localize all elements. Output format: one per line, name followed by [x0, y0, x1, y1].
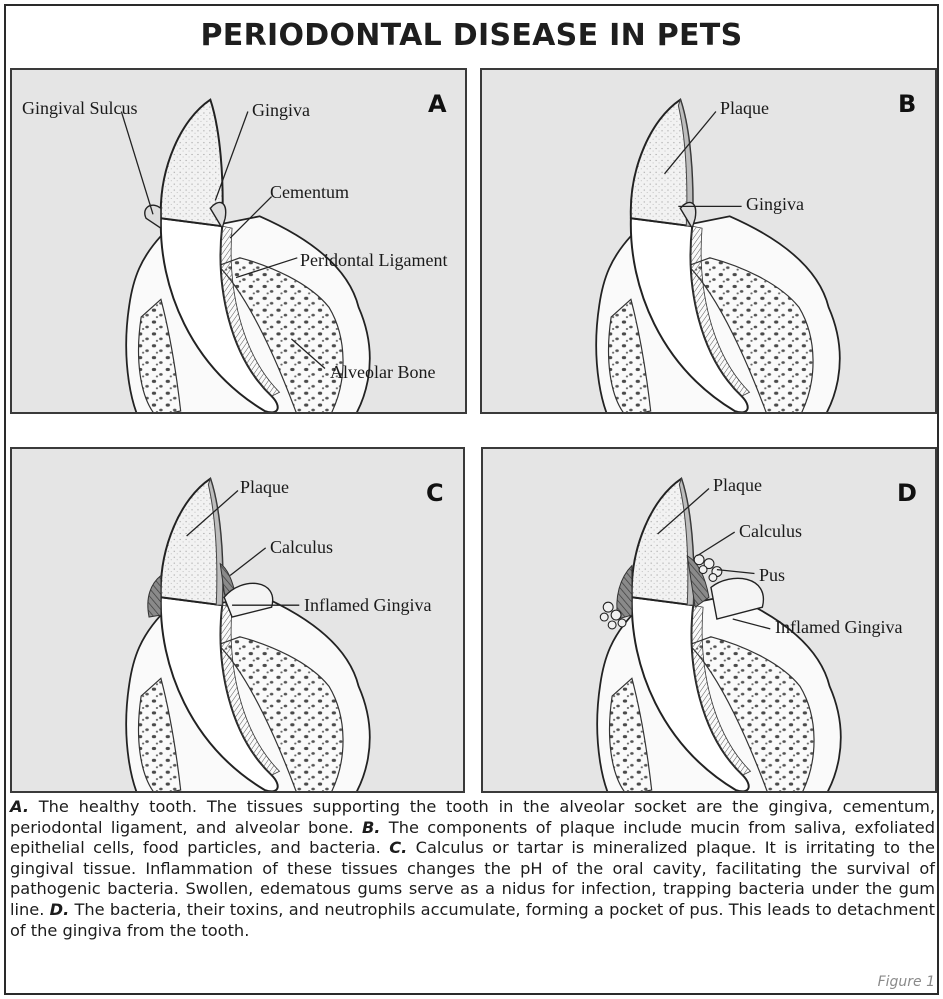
label-gingiva: Gingiva: [252, 100, 310, 121]
caption-marker-a: A.: [10, 797, 29, 816]
label-plaque: Plaque: [240, 477, 289, 498]
healthy-tooth-illustration: [12, 70, 465, 412]
panel-a: A Gingival Sulcus Gingiva Cementum Perid…: [10, 68, 467, 414]
label-periodontal-ligament: Peridontal Ligament: [300, 250, 447, 271]
panel-letter-c: C: [426, 479, 444, 507]
label-pus: Pus: [759, 565, 785, 586]
label-gingival-sulcus: Gingival Sulcus: [22, 98, 138, 119]
panel-b: B Plaque Gingiva: [480, 68, 937, 414]
calculus-tooth-illustration: [12, 449, 463, 791]
label-plaque: Plaque: [720, 98, 769, 119]
panel-c: C Plaque Calculus Inflamed Gingiva: [10, 447, 465, 793]
figure-label: Figure 1: [878, 974, 935, 990]
page-title: PERIODONTAL DISEASE IN PETS: [0, 18, 943, 53]
panel-letter-b: B: [898, 90, 916, 118]
plaque-tooth-illustration: [482, 70, 935, 412]
figure-caption: A. The healthy tooth. The tissues suppor…: [10, 797, 935, 941]
caption-marker-d: D.: [50, 900, 70, 919]
label-calculus: Calculus: [270, 537, 333, 558]
panel-d: D Plaque Calculus Pus Inflamed Gingiva: [481, 447, 937, 793]
caption-marker-b: B.: [362, 818, 381, 837]
label-cementum: Cementum: [270, 182, 349, 203]
label-alveolar-bone: Alveolar Bone: [330, 362, 435, 383]
label-gingiva: Gingiva: [746, 194, 804, 215]
panel-letter-d: D: [897, 479, 917, 507]
label-inflamed-gingiva: Inflamed Gingiva: [775, 617, 902, 638]
panel-letter-a: A: [428, 90, 447, 118]
label-inflamed-gingiva: Inflamed Gingiva: [304, 595, 431, 616]
label-plaque: Plaque: [713, 475, 762, 496]
caption-text-d: The bacteria, their toxins, and neutroph…: [10, 900, 935, 940]
label-calculus: Calculus: [739, 521, 802, 542]
caption-marker-c: C.: [389, 838, 407, 857]
